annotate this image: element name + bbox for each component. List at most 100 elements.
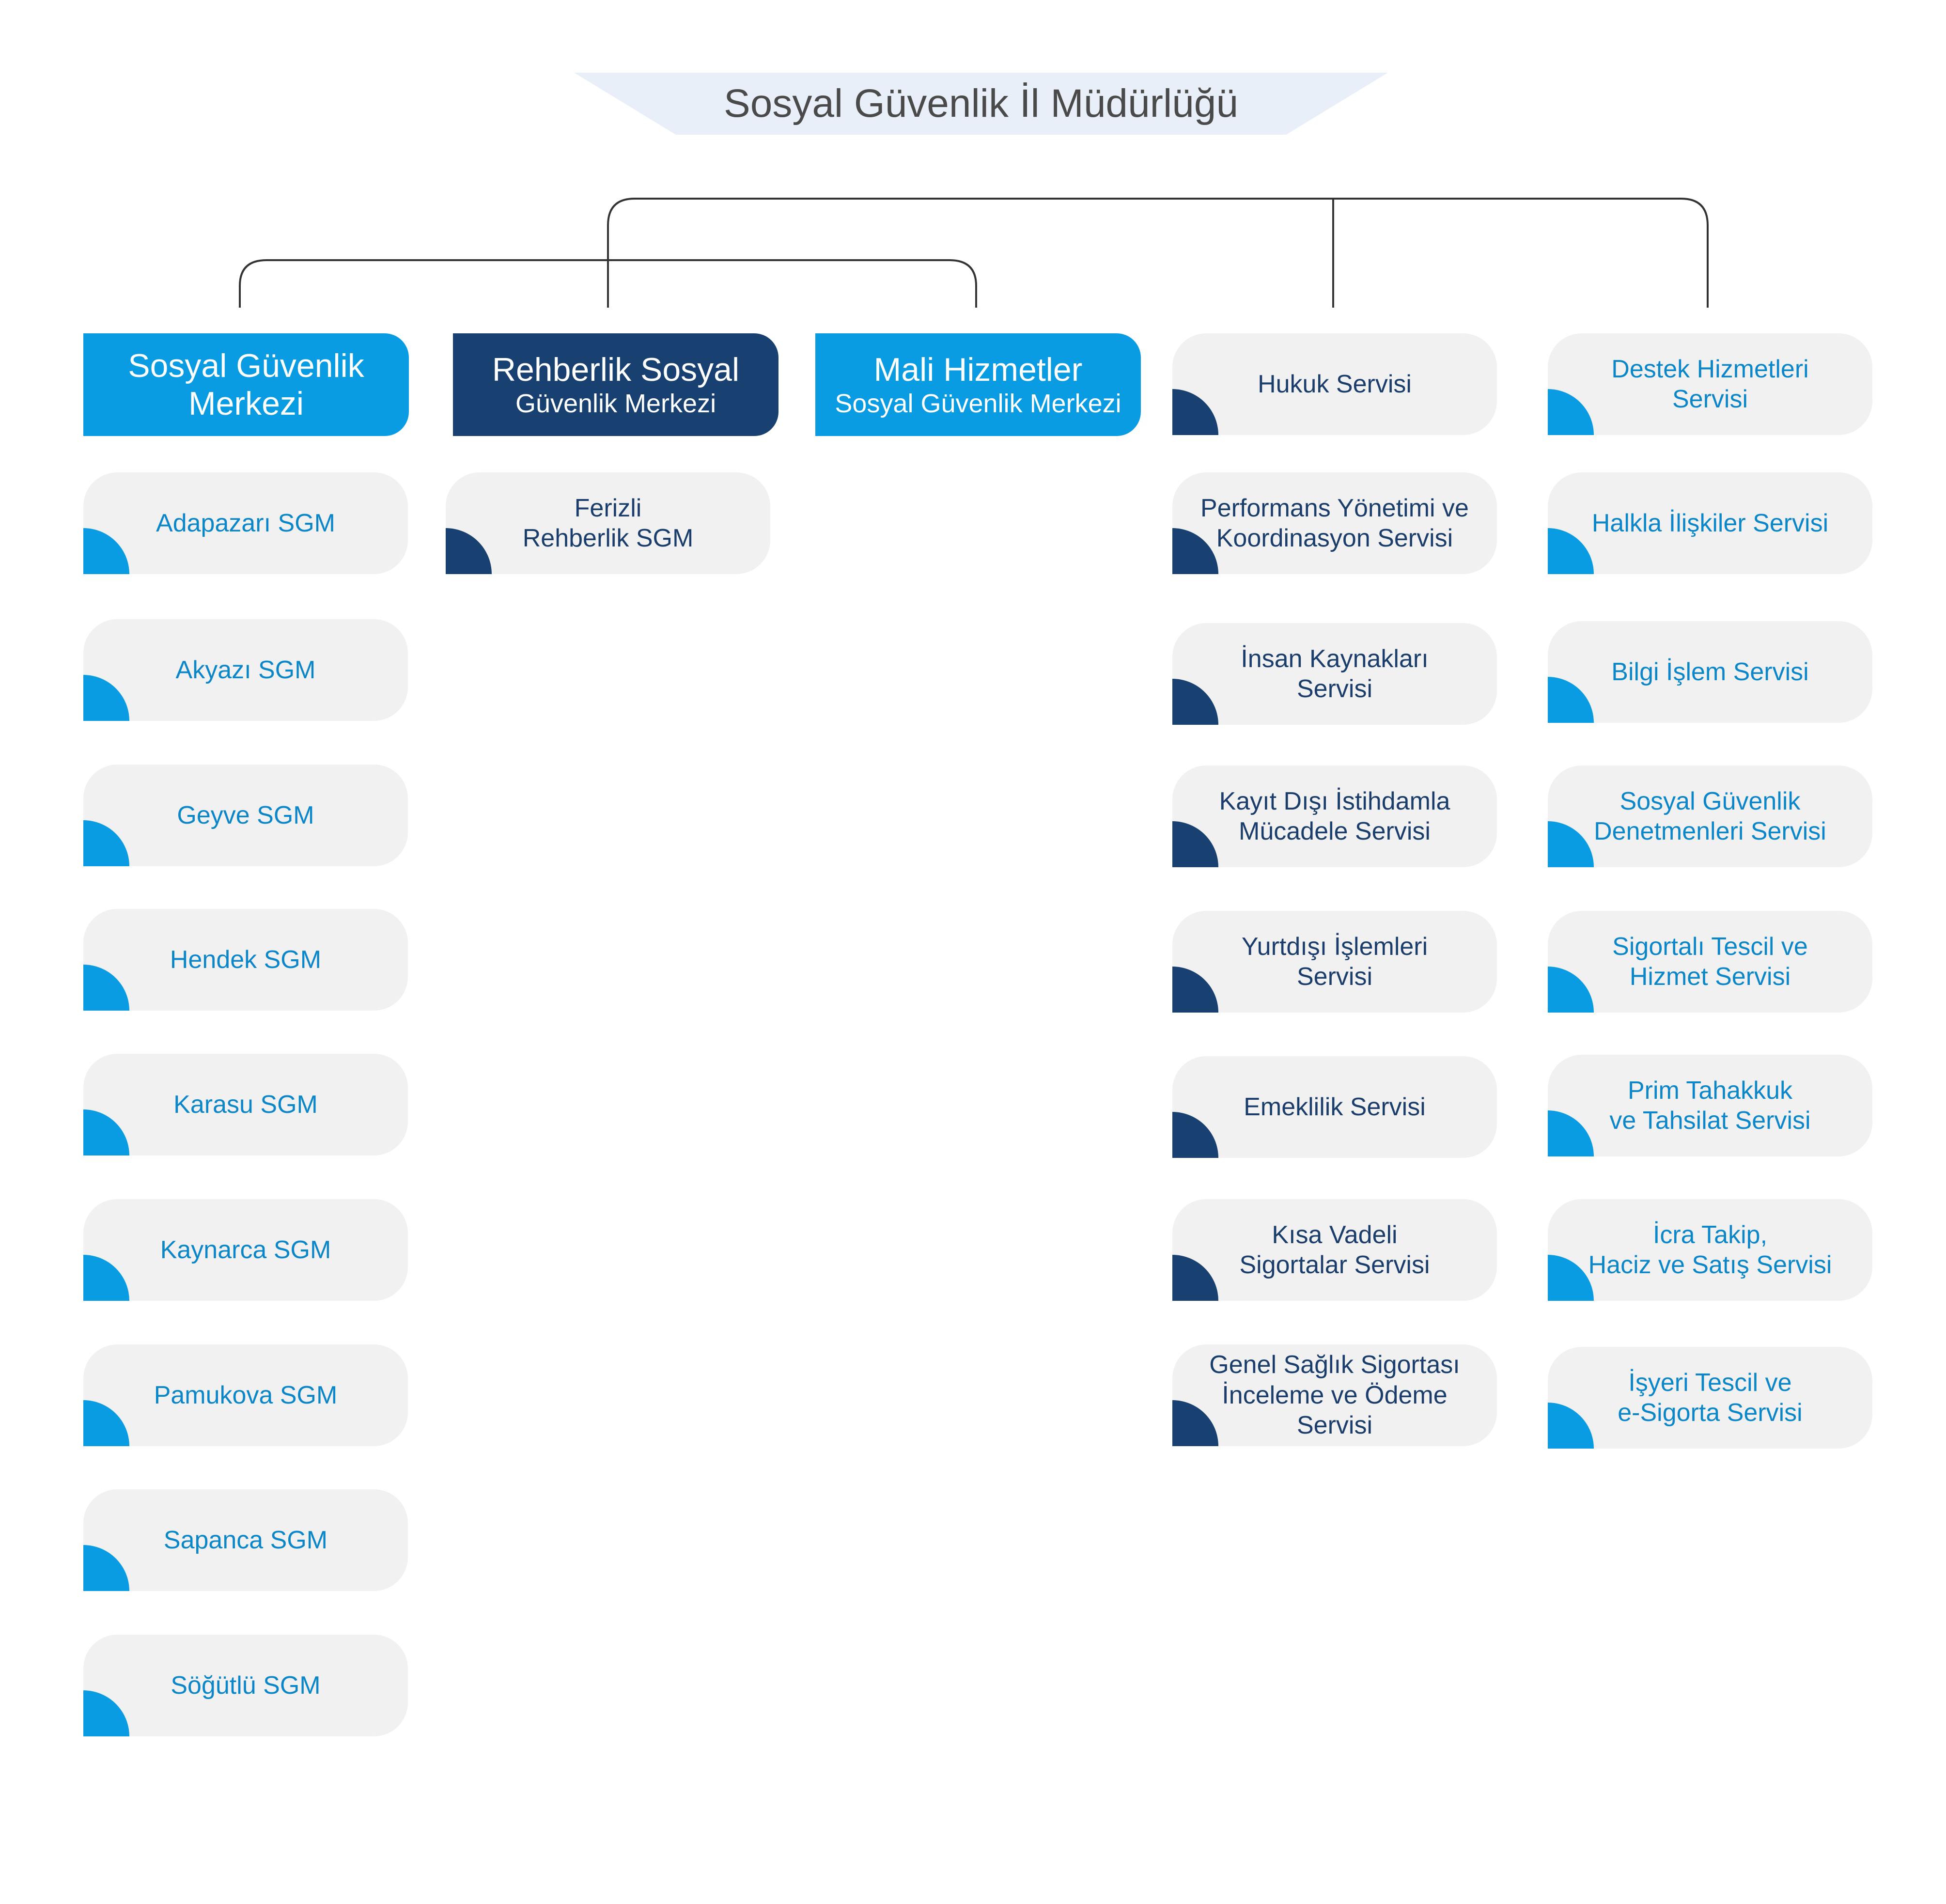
service-card-right: Bilgi İşlem Servisi	[1548, 621, 1872, 723]
sgm-card-label-line: Geyve SGM	[177, 801, 314, 829]
service-card-left-label-line: Hukuk Servisi	[1258, 370, 1412, 398]
sgm-card-label-line: Pamukova SGM	[154, 1381, 338, 1409]
connector-second-branch	[239, 259, 977, 308]
card-corner-accent	[83, 528, 129, 574]
card-corner-accent	[1172, 1255, 1218, 1301]
service-card-right-label-line: Bilgi İşlem Servisi	[1611, 657, 1809, 686]
page-title: Sosyal Güvenlik İl Müdürlüğü	[724, 81, 1238, 125]
sgm-card: Pamukova SGM	[83, 1344, 408, 1446]
service-card-right-label-line: Denetmenleri Servisi	[1594, 817, 1826, 845]
service-card-left-label-line: Genel Sağlık Sigortası	[1209, 1351, 1460, 1379]
service-card-left: Emeklilik Servisi	[1172, 1056, 1497, 1158]
service-card-right-label-line: Sigortalı Tescil ve	[1612, 932, 1808, 961]
sgm-card-label: Sapanca SGM	[149, 1525, 342, 1555]
service-card-left-label-line: Servisi	[1296, 963, 1373, 991]
sgm-card-label-line: Söğütlü SGM	[171, 1671, 321, 1700]
dept-header-sgm: Sosyal Güvenlik Merkezi	[83, 333, 409, 436]
sgm-card: Hendek SGM	[83, 909, 408, 1011]
sgm-card-label: Karasu SGM	[159, 1090, 332, 1120]
service-card-left-label: Hukuk Servisi	[1243, 369, 1426, 399]
service-card-right-label: İcra Takip,Haciz ve Satış Servisi	[1574, 1220, 1847, 1280]
dept-header-sgm-title: Sosyal Güvenlik	[128, 347, 364, 384]
service-card-right: İcra Takip,Haciz ve Satış Servisi	[1548, 1199, 1872, 1301]
service-card-right-label-line: e-Sigorta Servisi	[1618, 1399, 1803, 1427]
dept-header-rehberlik-subtitle: Güvenlik Merkezi	[515, 389, 716, 419]
dept-header-rehberlik: Rehberlik Sosyal Güvenlik Merkezi	[453, 333, 778, 436]
service-card-left-label-line: Mücadele Servisi	[1239, 817, 1431, 845]
sgm-card-label-line: Hendek SGM	[170, 945, 322, 974]
card-corner-accent	[83, 1690, 129, 1736]
dept-header-mali-subtitle: Sosyal Güvenlik Merkezi	[835, 389, 1121, 419]
service-card-right: Halkla İlişkiler Servisi	[1548, 472, 1872, 574]
service-card-right-label: Halkla İlişkiler Servisi	[1577, 508, 1843, 538]
card-corner-accent	[1548, 1110, 1594, 1156]
service-card-right-label-line: Hizmet Servisi	[1629, 963, 1791, 991]
sgm-card-label-line: Sapanca SGM	[163, 1526, 328, 1554]
sgm-card: Adapazarı SGM	[83, 472, 408, 574]
card-corner-accent	[1172, 1112, 1218, 1158]
sgm-card-label: Adapazarı SGM	[141, 508, 350, 538]
sgm-card: Söğütlü SGM	[83, 1635, 408, 1736]
rehberlik-card-label-line: Ferizli	[574, 494, 642, 522]
sgm-card-label-line: Kaynarca SGM	[160, 1235, 331, 1264]
rehberlik-card-label-line: Rehberlik SGM	[522, 524, 694, 552]
service-card-right-label-line: İşyeri Tescil ve	[1628, 1368, 1792, 1397]
service-card-right-label-line: Servisi	[1672, 385, 1748, 413]
service-card-left-label-line: Kayıt Dışı İstihdamla	[1219, 787, 1450, 815]
service-card-left: Hukuk Servisi	[1172, 333, 1497, 435]
sgm-card-label-line: Karasu SGM	[173, 1090, 318, 1119]
service-card-left-label-line: Emeklilik Servisi	[1244, 1092, 1426, 1121]
sgm-card: Karasu SGM	[83, 1054, 408, 1155]
card-corner-accent	[1548, 677, 1594, 723]
sgm-card-label: Akyazı SGM	[161, 655, 330, 685]
title-banner	[574, 73, 1388, 135]
service-card-left-label-line: Koordinasyon Servisi	[1216, 524, 1453, 552]
card-corner-accent	[1548, 389, 1594, 435]
dept-header-rehberlik-title: Rehberlik Sosyal	[492, 351, 740, 388]
sgm-card: Kaynarca SGM	[83, 1199, 408, 1301]
service-card-right-label-line: Destek Hizmetleri	[1611, 355, 1809, 383]
sgm-card-label: Hendek SGM	[156, 945, 336, 975]
service-card-right-label-line: Haciz ve Satış Servisi	[1588, 1251, 1832, 1279]
card-corner-accent	[83, 965, 129, 1011]
service-card-left-label-line: Kısa Vadeli	[1272, 1220, 1398, 1249]
service-card-right-label-line: Halkla İlişkiler Servisi	[1591, 509, 1829, 537]
card-corner-accent	[1548, 967, 1594, 1013]
connector-top-branch	[607, 198, 1709, 308]
card-corner-accent	[1172, 679, 1218, 725]
service-card-left-label-line: İnsan Kaynakları	[1241, 644, 1429, 673]
sgm-card-label-line: Akyazı SGM	[175, 655, 316, 684]
service-card-left-label-line: Servisi	[1296, 675, 1373, 703]
card-corner-accent	[1172, 967, 1218, 1013]
card-corner-accent	[83, 1255, 129, 1301]
service-card-right-label: Bilgi İşlem Servisi	[1597, 657, 1823, 687]
card-corner-accent	[1172, 389, 1218, 435]
card-corner-accent	[83, 1109, 129, 1155]
dept-header-mali: Mali Hizmetler Sosyal Güvenlik Merkezi	[815, 333, 1141, 436]
sgm-card: Sapanca SGM	[83, 1489, 408, 1591]
card-corner-accent	[1548, 1403, 1594, 1449]
sgm-card: Geyve SGM	[83, 765, 408, 866]
dept-header-sgm-subtitle: Merkezi	[188, 385, 304, 422]
sgm-card-label: Pamukova SGM	[140, 1380, 352, 1410]
